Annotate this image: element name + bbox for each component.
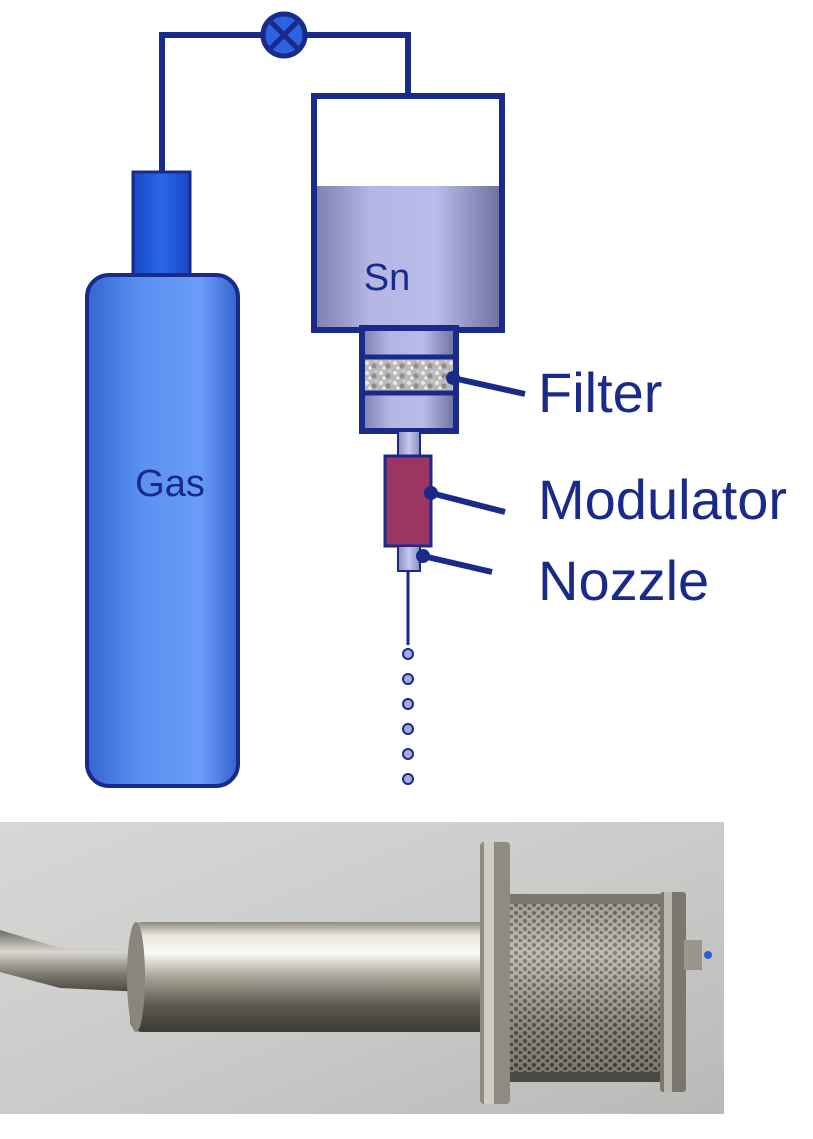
droplet [402, 698, 414, 710]
droplet-train [402, 648, 414, 785]
gas-label: Gas [135, 463, 205, 505]
main-tube [130, 922, 500, 1032]
modulator [383, 454, 433, 548]
nozzle-callout [416, 549, 493, 575]
reservoir-headspace [314, 96, 502, 188]
droplet [402, 648, 414, 660]
droplet-generator-photo [0, 822, 724, 1114]
feed-tube [397, 430, 421, 458]
filter-label: Filter [538, 361, 662, 424]
droplet-generator-diagram: Gas Sn [85, 11, 787, 788]
front-fitting [684, 940, 702, 970]
droplet [402, 723, 414, 735]
modulator-callout [424, 486, 506, 515]
filter-element [365, 357, 453, 393]
reservoir-label: Sn [364, 257, 410, 299]
droplet [402, 748, 414, 760]
filter-callout [446, 371, 526, 397]
valve-icon [260, 11, 308, 59]
modulator-label: Modulator [538, 468, 787, 531]
gas-cylinder-neck [131, 170, 192, 278]
inlet-pipe [0, 930, 145, 992]
nozzle-label: Nozzle [538, 549, 709, 612]
gas-cylinder [85, 273, 240, 788]
tin-melt [314, 186, 502, 330]
droplet [402, 673, 414, 685]
front-flange [660, 892, 686, 1092]
droplet [402, 773, 414, 785]
